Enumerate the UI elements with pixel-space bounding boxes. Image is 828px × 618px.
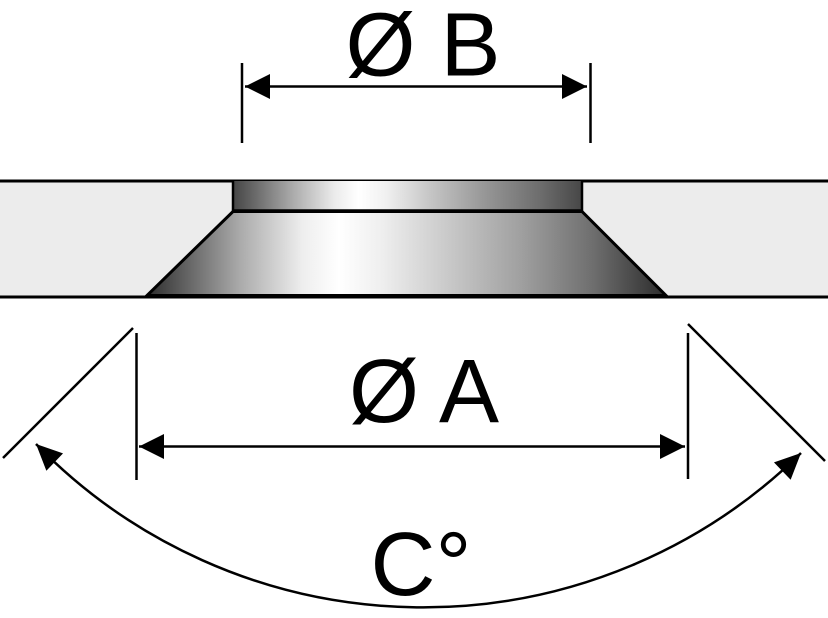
arrowhead-b-left-icon [245,74,270,99]
dimension-a: Ø A [135,333,690,480]
label-diameter-b: Ø B [345,0,500,96]
arrowhead-b-right-icon [562,74,587,99]
angle-leg-right [687,323,826,462]
label-diameter-a: Ø A [349,342,499,442]
arrowhead-a-right-icon [660,434,685,459]
arrowhead-arc-right-icon [773,453,801,480]
dimension-b: Ø B [240,0,592,143]
angle-dimension: C° [2,323,826,615]
label-angle: C° [371,515,472,615]
angle-arc [35,443,802,609]
arrowhead-a-left-icon [139,434,164,459]
countersink-cone [143,210,670,297]
countersink-bore [231,181,584,212]
angle-leg-left [2,327,134,459]
arrowhead-arc-left-icon [36,444,64,471]
plate-section [0,179,828,299]
